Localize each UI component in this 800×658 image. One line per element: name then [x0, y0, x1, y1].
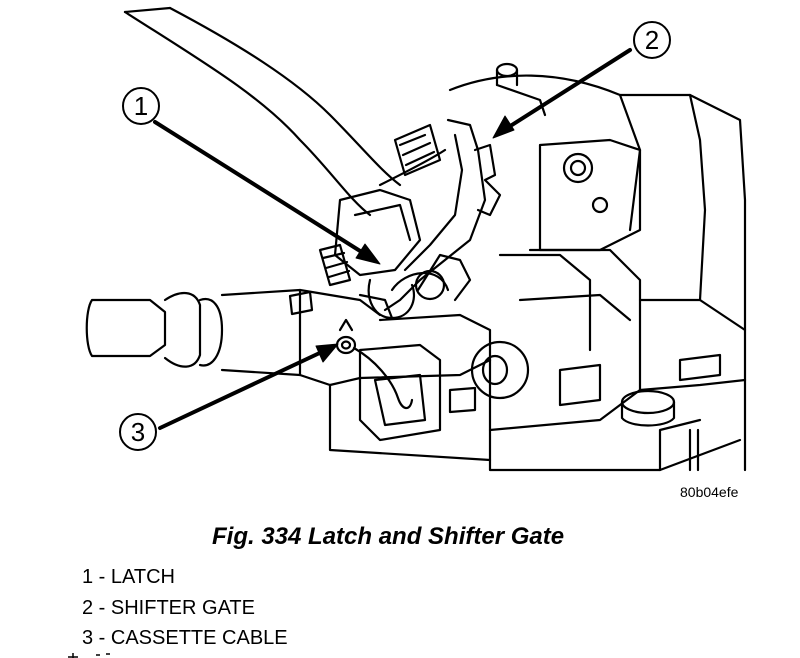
- legend-item-latch: 1 - LATCH: [82, 566, 175, 588]
- callout-2: 2: [633, 21, 671, 59]
- shift-lever-rod: [123, 6, 402, 217]
- leader-arrows: [153, 48, 632, 430]
- legend-item-shifter-gate: 2 - SHIFTER GATE: [82, 596, 255, 619]
- steering-column-housing: [448, 74, 747, 472]
- legend-item-cassette-cable: 3 - CASSETTE CABLE: [82, 627, 288, 649]
- ignition-lock-cylinder: [85, 288, 382, 387]
- callout-1: 1: [122, 87, 160, 125]
- shifter-gate-plate: [378, 118, 502, 312]
- top-cylinder: [495, 62, 547, 117]
- lower-housing: [328, 313, 530, 462]
- latch: [318, 188, 472, 320]
- parts-legend: 1 - LATCH 2 - SHIFTER GATE 3 - CASSETTE …: [82, 562, 288, 654]
- cropped-text-fragment: [68, 653, 110, 658]
- figure-caption: Fig. 334 Latch and Shifter Gate: [212, 523, 565, 550]
- callout-3: 3: [119, 413, 157, 451]
- callout-2-number: 2: [645, 25, 659, 55]
- latch-shifter-gate-illustration: 1 2 3: [85, 6, 747, 472]
- cassette-cable: [335, 318, 414, 410]
- callout-3-number: 3: [131, 417, 145, 447]
- callout-1-number: 1: [134, 91, 148, 121]
- figure-reference-code: 80b04efe: [680, 484, 739, 500]
